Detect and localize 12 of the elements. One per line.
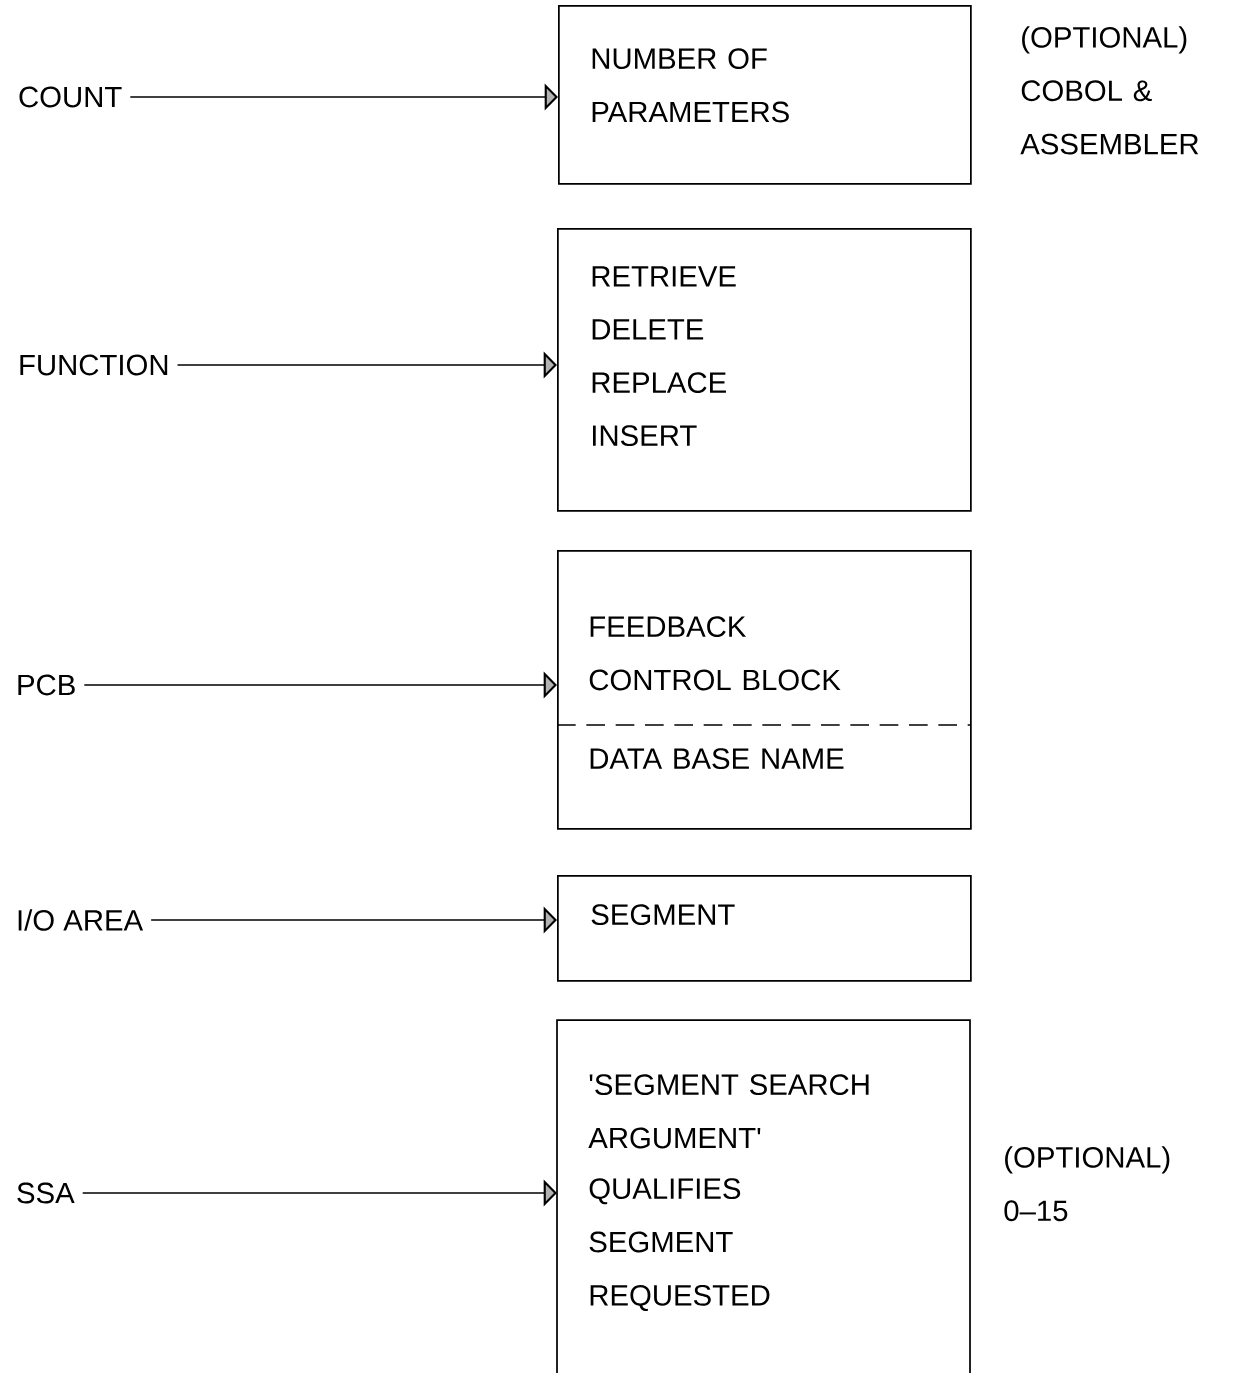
parameter-box: RETRIEVE DELETE REPLACE INSERT [557, 228, 972, 512]
input-label: SSA [17, 1182, 75, 1204]
side-note: (OPTIONAL) COBOL & ASSEMBLER [1020, 26, 1199, 155]
input-label: PCB [18, 674, 75, 696]
input-label: COUNT [19, 86, 122, 108]
parameter-box: 'SEGMENT SEARCH ARGUMENT' QUALIFIES SEGMENT REQUESTED [556, 1019, 971, 1373]
input-label: FUNCTION [20, 354, 168, 376]
side-note: (OPTIONAL) 0–15 [1004, 1146, 1170, 1222]
parameter-box: FEEDBACK CONTROL BLOCK DATA BASE NAME [556, 550, 972, 830]
parameter-box: NUMBER OF PARAMETERS [558, 5, 972, 185]
input-label: I/O AREA [18, 909, 144, 931]
parameter-box: SEGMENT [557, 875, 972, 982]
